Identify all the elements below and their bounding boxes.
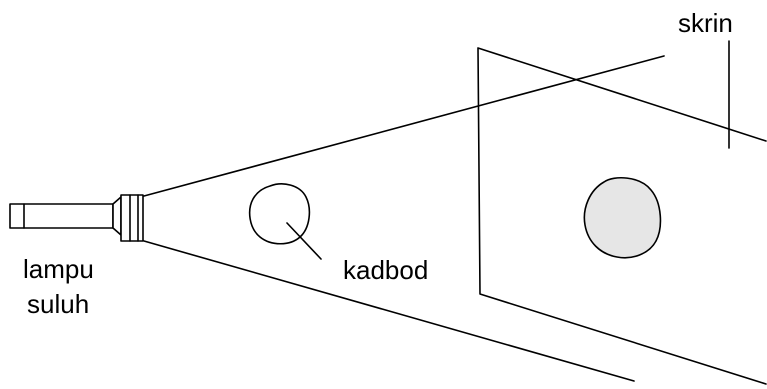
torch-label-line1: lampu — [23, 254, 94, 284]
screen-plane — [477, 47, 767, 385]
torch-label-line2: suluh — [27, 289, 89, 319]
beam-lower-ray — [143, 240, 635, 382]
shadow-on-screen — [583, 176, 662, 259]
flashlight-icon — [9, 194, 144, 242]
screen-label: skrin — [678, 8, 733, 38]
flashlight-head — [120, 194, 144, 242]
flashlight-body — [9, 203, 114, 229]
flashlight-neck — [112, 196, 122, 236]
card-label: kadbod — [343, 255, 428, 285]
card-pointer-line — [286, 222, 322, 260]
cardboard-disk — [248, 183, 311, 245]
beam-upper-ray — [143, 55, 665, 197]
